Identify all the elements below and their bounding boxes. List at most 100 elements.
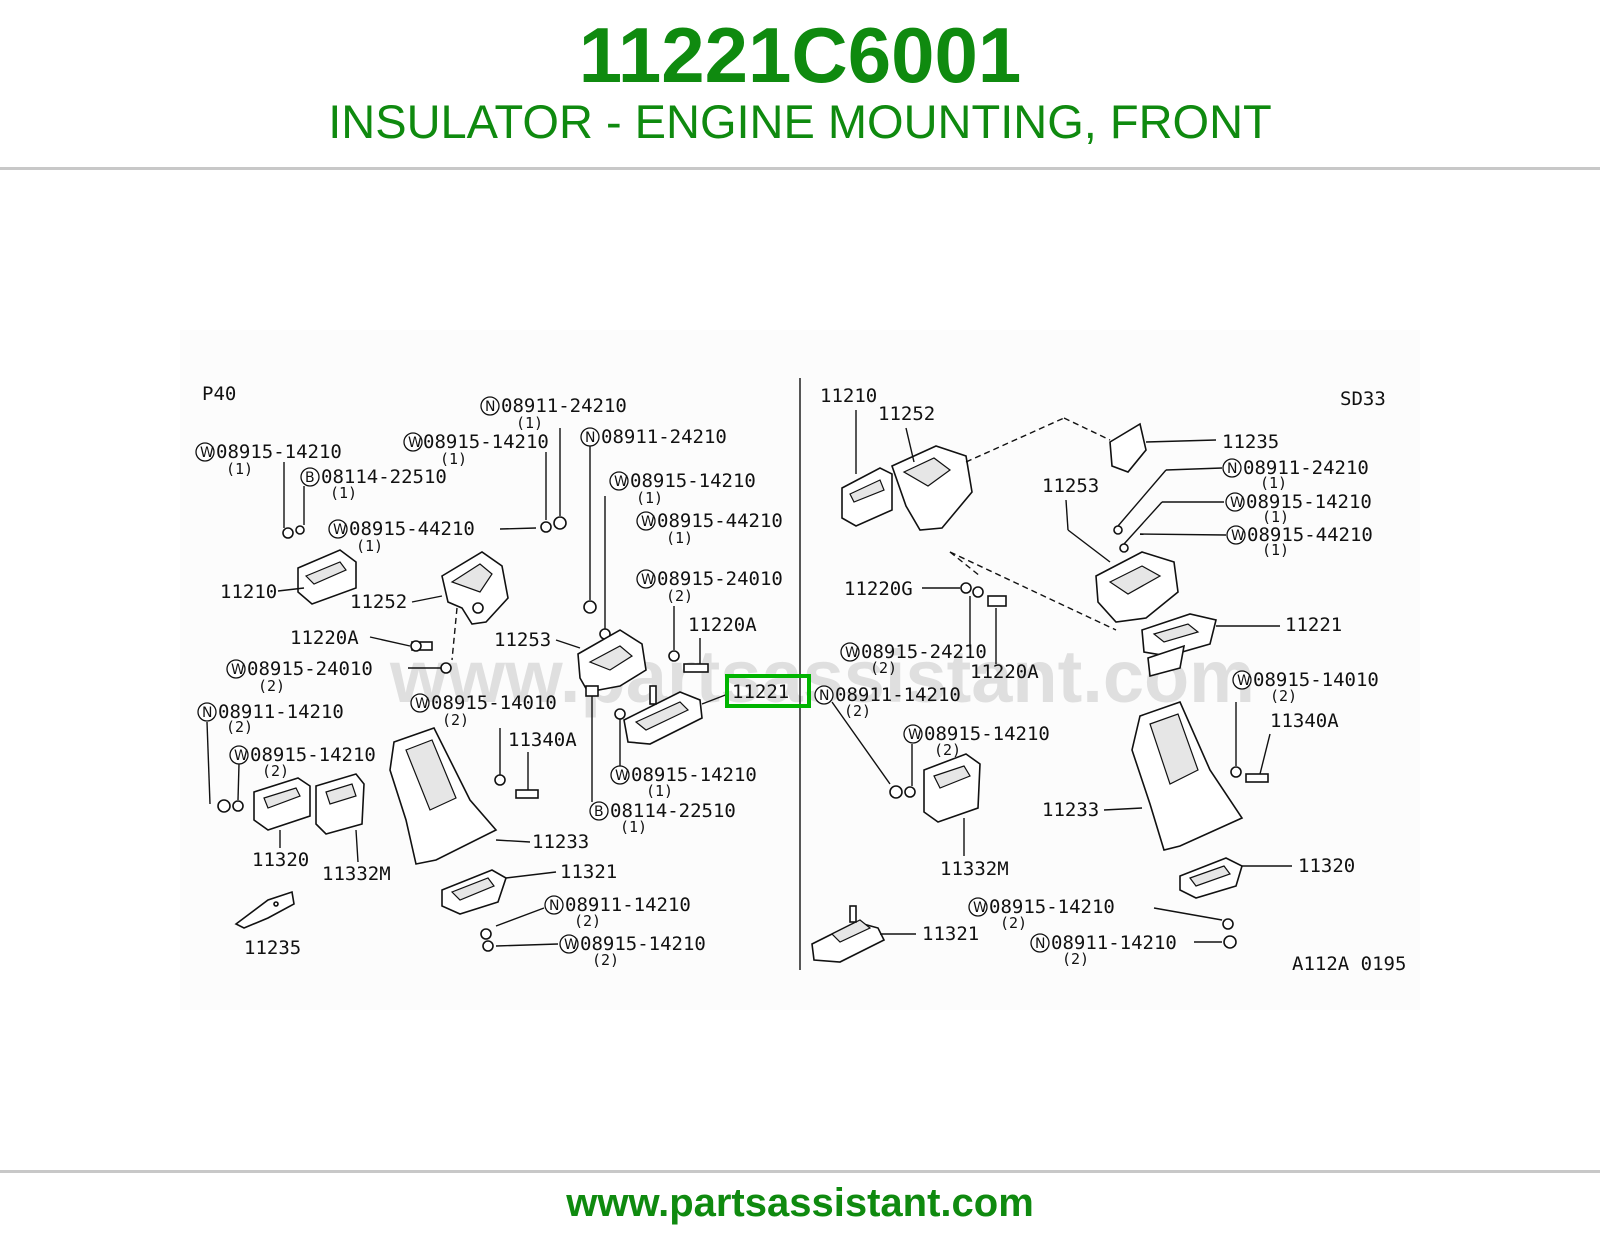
part-11220a-left-bolt xyxy=(410,640,433,652)
part-11332m-right xyxy=(923,753,981,823)
svg-text:(1): (1) xyxy=(226,460,253,478)
washer-callout-w1: W 08915-14210 (1) xyxy=(195,441,342,478)
label-11220a-left-b: 11220A xyxy=(688,614,757,636)
label-11210-left: 11210 xyxy=(220,581,277,603)
svg-text:W: W xyxy=(973,900,987,916)
svg-text:W: W xyxy=(231,662,245,678)
washer-callout-right-w1: W 08915-14210 (1) xyxy=(1225,491,1372,526)
part-11233-right xyxy=(1131,701,1244,851)
part-11252-left xyxy=(441,551,509,625)
svg-text:(2): (2) xyxy=(1062,950,1089,968)
svg-text:(2): (2) xyxy=(1000,914,1027,932)
washer-callout-w11: W 08915-14210 (2) xyxy=(559,933,706,969)
svg-text:08911-14210: 08911-14210 xyxy=(218,701,344,723)
label-11233-right: 11233 xyxy=(1042,799,1099,821)
footer-url[interactable]: www.partsassistant.com xyxy=(566,1181,1034,1225)
label-11235-right: 11235 xyxy=(1222,431,1279,453)
svg-text:08114-22510: 08114-22510 xyxy=(321,466,447,488)
svg-text:(2): (2) xyxy=(226,718,253,736)
washer-callout-right-w3: W 08915-24210 (2) xyxy=(840,641,987,677)
label-11321-left: 11321 xyxy=(560,861,617,883)
svg-text:(2): (2) xyxy=(574,912,601,930)
svg-text:W: W xyxy=(415,696,429,712)
bolt-callout-b1: B 08114-22510 (1) xyxy=(300,466,447,502)
part-11321-right xyxy=(811,905,886,963)
label-11235-left: 11235 xyxy=(244,937,301,959)
label-11210-right: 11210 xyxy=(820,385,877,407)
part-11221-right xyxy=(1141,613,1217,678)
nut-callout-n2: N 08911-24210 xyxy=(580,426,727,448)
svg-text:08911-24210: 08911-24210 xyxy=(501,395,627,417)
svg-text:(2): (2) xyxy=(666,587,693,605)
svg-text:08911-14210: 08911-14210 xyxy=(1051,932,1177,954)
part-11210-left xyxy=(282,525,357,605)
part-title: INSULATOR - ENGINE MOUNTING, FRONT xyxy=(328,95,1272,148)
washer-callout-w10: W 08915-14210 (1) xyxy=(610,764,757,800)
svg-text:08911-14210: 08911-14210 xyxy=(565,894,691,916)
svg-text:(2): (2) xyxy=(870,659,897,677)
svg-text:B: B xyxy=(594,804,604,820)
svg-text:(1): (1) xyxy=(1260,474,1287,492)
svg-text:08915-14210: 08915-14210 xyxy=(989,896,1115,918)
svg-text:08915-14010: 08915-14010 xyxy=(1253,669,1379,691)
label-11233-left: 11233 xyxy=(532,831,589,853)
svg-text:08915-44210: 08915-44210 xyxy=(1247,524,1373,546)
part-11320-left xyxy=(253,777,311,831)
svg-text:N: N xyxy=(1227,461,1237,477)
svg-text:08911-14210: 08911-14210 xyxy=(835,684,961,706)
label-11221-right: 11221 xyxy=(1285,614,1342,636)
parts-diagram-svg: www.partsassistant.com P40 SD33 A112A 01… xyxy=(180,330,1420,1010)
part-11233-left xyxy=(389,727,498,865)
nut-callout-n4: N 08911-14210 (2) xyxy=(544,894,691,930)
svg-text:08915-14210: 08915-14210 xyxy=(924,723,1050,745)
part-11321-left xyxy=(441,869,507,915)
svg-text:W: W xyxy=(641,572,655,588)
svg-text:(1): (1) xyxy=(356,537,383,555)
label-11221-highlighted[interactable]: 11221 xyxy=(732,681,789,703)
svg-text:08915-14210: 08915-14210 xyxy=(250,744,376,766)
parts-diagram: www.partsassistant.com P40 SD33 A112A 01… xyxy=(180,330,1420,1010)
svg-text:08915-14210: 08915-14210 xyxy=(580,933,706,955)
label-11320-right: 11320 xyxy=(1298,855,1355,877)
svg-text:N: N xyxy=(485,399,495,415)
svg-text:(2): (2) xyxy=(262,762,289,780)
washer-callout-right-w4: W 08915-14010 (2) xyxy=(1232,669,1379,705)
label-11253-right: 11253 xyxy=(1042,475,1099,497)
svg-text:08915-14210: 08915-14210 xyxy=(630,470,756,492)
svg-text:N: N xyxy=(585,430,595,446)
highlight-box-11221[interactable] xyxy=(725,674,811,708)
washer-callout-right-w5: W 08915-14210 (2) xyxy=(903,723,1050,759)
svg-text:N: N xyxy=(1035,936,1045,952)
svg-text:08915-44210: 08915-44210 xyxy=(657,510,783,532)
svg-text:08915-24210: 08915-24210 xyxy=(861,641,987,663)
svg-text:08915-24010: 08915-24010 xyxy=(657,568,783,590)
svg-text:N: N xyxy=(549,898,559,914)
svg-text:(1): (1) xyxy=(666,529,693,547)
svg-text:W: W xyxy=(200,445,214,461)
svg-text:(2): (2) xyxy=(934,741,961,759)
washer-callout-right-w6: W 08915-14210 (2) xyxy=(968,896,1115,932)
svg-text:08915-14210: 08915-14210 xyxy=(1246,491,1372,513)
part-11235-left xyxy=(234,890,295,929)
part-11221-left xyxy=(623,685,703,745)
svg-text:(2): (2) xyxy=(1270,687,1297,705)
label-11332m-right: 11332M xyxy=(940,858,1009,880)
svg-text:08915-24010: 08915-24010 xyxy=(247,658,373,680)
svg-text:W: W xyxy=(234,748,248,764)
nut-callout-right-n1: N 08911-24210 (1) xyxy=(1222,457,1369,492)
nut-callout-n3: N 08911-14210 (2) xyxy=(197,701,344,736)
svg-text:(2): (2) xyxy=(592,951,619,969)
svg-text:08915-14010: 08915-14010 xyxy=(431,692,557,714)
svg-text:W: W xyxy=(564,937,578,953)
svg-text:(1): (1) xyxy=(330,484,357,502)
label-11252-left: 11252 xyxy=(350,591,407,613)
nut-callout-right-n3: N 08911-14210 (2) xyxy=(1030,932,1177,968)
part-number: 11221C6001 xyxy=(578,11,1022,99)
washer-callout-w2: W 08915-14210 (1) xyxy=(403,431,549,468)
svg-text:08915-14210: 08915-14210 xyxy=(631,764,757,786)
label-11253-left: 11253 xyxy=(494,629,551,651)
svg-text:B: B xyxy=(305,470,315,486)
washer-callout-w7: W 08915-24010 (2) xyxy=(636,568,783,605)
svg-text:W: W xyxy=(614,474,628,490)
svg-text:W: W xyxy=(615,768,629,784)
